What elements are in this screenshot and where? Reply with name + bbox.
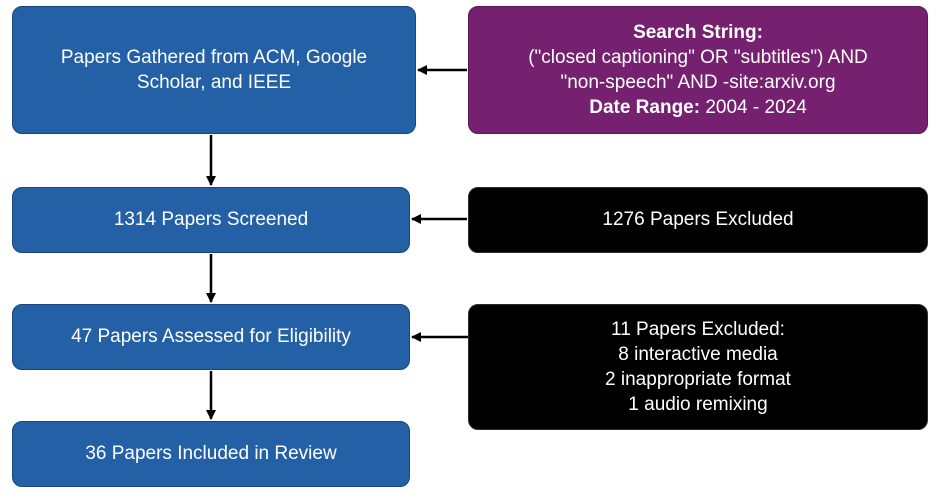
included-label: 36 Papers Included in Review xyxy=(85,443,337,465)
date-range-label: Date Range: xyxy=(589,97,701,119)
screened-label: 1314 Papers Screened xyxy=(113,209,309,231)
assessed-box: 47 Papers Assessed for Eligibility xyxy=(12,304,410,370)
search-query-line: ("closed captioning" OR "subtitles") AND xyxy=(528,46,868,68)
assessed-label: 47 Papers Assessed for Eligibility xyxy=(71,326,351,348)
date-range-value: 2004 - 2024 xyxy=(700,97,807,119)
excluded-screening-box: 1276 Papers Excluded xyxy=(468,187,928,253)
gathered-box: Papers Gathered from ACM, Google Scholar… xyxy=(12,6,416,134)
exclusion-reason: 8 interactive media xyxy=(618,343,778,365)
included-box: 36 Papers Included in Review xyxy=(12,421,410,487)
search-string-box: Search String: ("closed captioning" OR "… xyxy=(468,6,928,134)
gathered-line: Scholar, and IEEE xyxy=(136,72,292,93)
exclusion-reason: 2 inappropriate format xyxy=(605,369,791,390)
excluded-eligibility-heading: 11 Papers Excluded: xyxy=(611,318,785,340)
screened-box: 1314 Papers Screened xyxy=(12,187,410,253)
exclusion-reason: 1 audio remixing xyxy=(628,394,768,416)
excluded-screening-label: 1276 Papers Excluded xyxy=(602,209,794,231)
date-range-line: Date Range: 2004 - 2024 xyxy=(589,95,807,120)
search-query-line: "non-speech" AND -site:arxiv.org xyxy=(560,72,836,93)
gathered-line: Papers Gathered from ACM, Google xyxy=(60,46,368,68)
excluded-eligibility-box: 11 Papers Excluded: 8 interactive media … xyxy=(468,304,928,430)
search-heading: Search String: xyxy=(633,21,763,43)
